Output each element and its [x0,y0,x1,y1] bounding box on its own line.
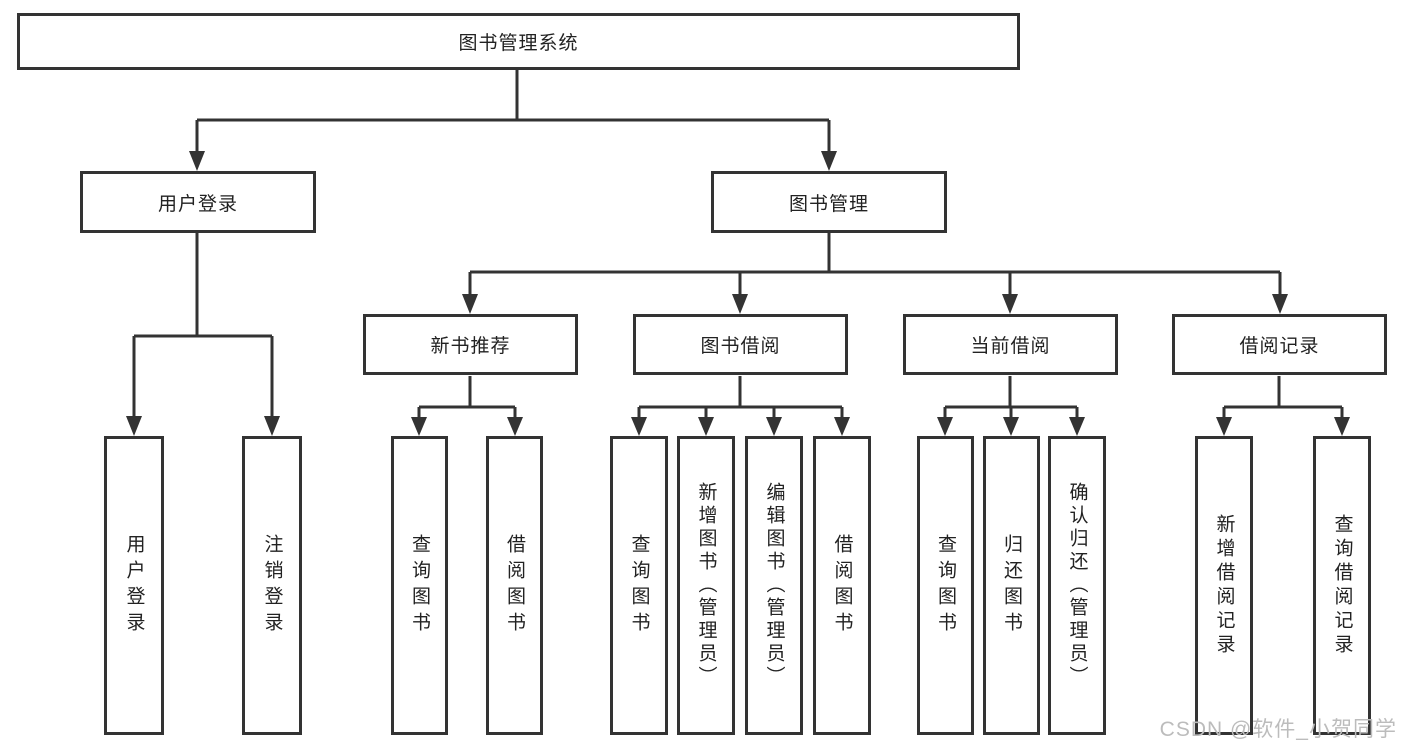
node-leaf-br-add: 新增借阅记录 [1195,436,1253,735]
connector-root [195,70,831,153]
node-new-book-rec: 新书推荐 [363,314,578,375]
node-borrow-records: 借阅记录 [1172,314,1387,375]
arrowhead-leaf-bb-edit [766,417,782,436]
node-leaf-logout: 注销登录 [242,436,302,735]
node-leaf-cb-return: 归还图书 [983,436,1040,735]
arrowhead-leaf-nb-query [411,417,427,436]
arrowhead-leaf-br-add [1216,417,1232,436]
arrowhead-leaf-user-login [126,416,142,436]
arrowhead-new-book-rec [462,294,478,314]
node-leaf-cb-query: 查询图书 [917,436,974,735]
node-leaf-nb-query: 查询图书 [391,436,448,735]
arrowhead-leaf-cb-query [937,417,953,436]
arrowhead-user-login [189,151,205,171]
arrowhead-leaf-br-query [1334,417,1350,436]
connector-borrow-records [1222,376,1344,419]
arrowhead-book-mgmt [821,151,837,171]
node-leaf-br-query: 查询借阅记录 [1313,436,1371,735]
node-leaf-bb-borrow: 借阅图书 [813,436,871,735]
arrowhead-leaf-logout [264,416,280,436]
node-leaf-bb-add: 新增图书（管理员） [677,436,735,735]
node-current-borrow: 当前借阅 [903,314,1118,375]
connector-new-book-rec [417,376,517,419]
node-leaf-user-login: 用户登录 [104,436,164,735]
connector-book-mgmt [468,233,1282,296]
connector-user-login [132,233,274,418]
node-root: 图书管理系统 [17,13,1020,70]
node-leaf-nb-borrow: 借阅图书 [486,436,543,735]
node-leaf-bb-query: 查询图书 [610,436,668,735]
node-user-login: 用户登录 [80,171,316,233]
node-leaf-bb-edit: 编辑图书（管理员） [745,436,803,735]
node-book-mgmt: 图书管理 [711,171,947,233]
connector-book-borrow [637,376,844,419]
arrowhead-borrow-records [1272,294,1288,314]
arrowhead-leaf-bb-add [698,417,714,436]
arrowhead-leaf-cb-return [1003,417,1019,436]
node-book-borrow: 图书借阅 [633,314,848,375]
connector-current-borrow [943,376,1079,419]
arrowhead-leaf-bb-query [631,417,647,436]
watermark: CSDN @软件_小贺同学 [1159,718,1397,741]
arrowhead-leaf-nb-borrow [507,417,523,436]
arrowhead-leaf-bb-borrow [834,417,850,436]
arrowhead-current-borrow [1002,294,1018,314]
arrowhead-leaf-cb-confirm [1069,417,1085,436]
node-leaf-cb-confirm: 确认归还（管理员） [1048,436,1106,735]
arrowhead-book-borrow [732,294,748,314]
